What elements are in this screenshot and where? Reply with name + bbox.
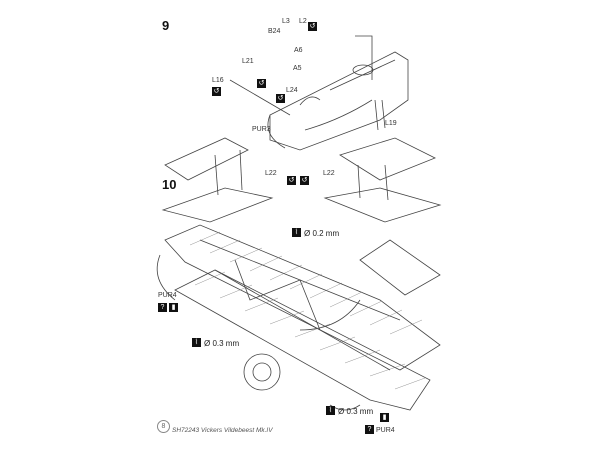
part-label: L21 [242, 58, 254, 65]
wire-diameter: Ø 0.3 mm [338, 407, 374, 416]
wire-icon: ⌇ [192, 338, 201, 347]
upper-wing-left [161, 137, 274, 223]
part-label: L22 [323, 170, 335, 177]
fuselage-drawing [229, 35, 409, 151]
question-icon: ? [365, 425, 374, 434]
part-label: PUR4 [158, 292, 177, 299]
part-label: A5 [293, 65, 302, 72]
wing-ribs [189, 231, 426, 390]
glue-icon: ↺ [212, 87, 221, 96]
part-label: L16 [212, 77, 224, 84]
wire-diameter: Ø 0.3 mm [204, 339, 240, 348]
wire-icon: ⌇ [292, 228, 301, 237]
part-label: L22 [265, 170, 277, 177]
question-icon: ? [158, 303, 167, 312]
wire-icon: ⌇ [326, 406, 335, 415]
part-label: B24 [268, 28, 281, 35]
glue-icon: ↺ [287, 176, 296, 185]
part-label: L2 [299, 18, 307, 25]
part-label: PUR4 [376, 427, 395, 434]
kit-title: SH72243 Vickers Vildebeest Mk.IV [172, 427, 273, 434]
part-label: A6 [294, 47, 303, 54]
glue-icon: ↺ [276, 94, 285, 103]
photo-etch-icon: ▮ [380, 413, 389, 422]
step-number-9: 9 [162, 18, 170, 33]
upper-wing-right [323, 137, 442, 223]
page-number: 8 [157, 420, 170, 433]
part-label: PUR3 [252, 126, 271, 133]
glue-icon: ↺ [300, 176, 309, 185]
part-label: L3 [282, 18, 290, 25]
photo-etch-icon: ▮ [169, 303, 178, 312]
part-label: L19 [385, 120, 397, 127]
glue-icon: ↺ [308, 22, 317, 31]
wire-diameter: Ø 0.2 mm [304, 229, 340, 238]
step-number-10: 10 [162, 177, 177, 192]
biplane-drawing [156, 224, 441, 411]
part-label: L24 [286, 87, 298, 94]
glue-icon: ↺ [257, 79, 266, 88]
